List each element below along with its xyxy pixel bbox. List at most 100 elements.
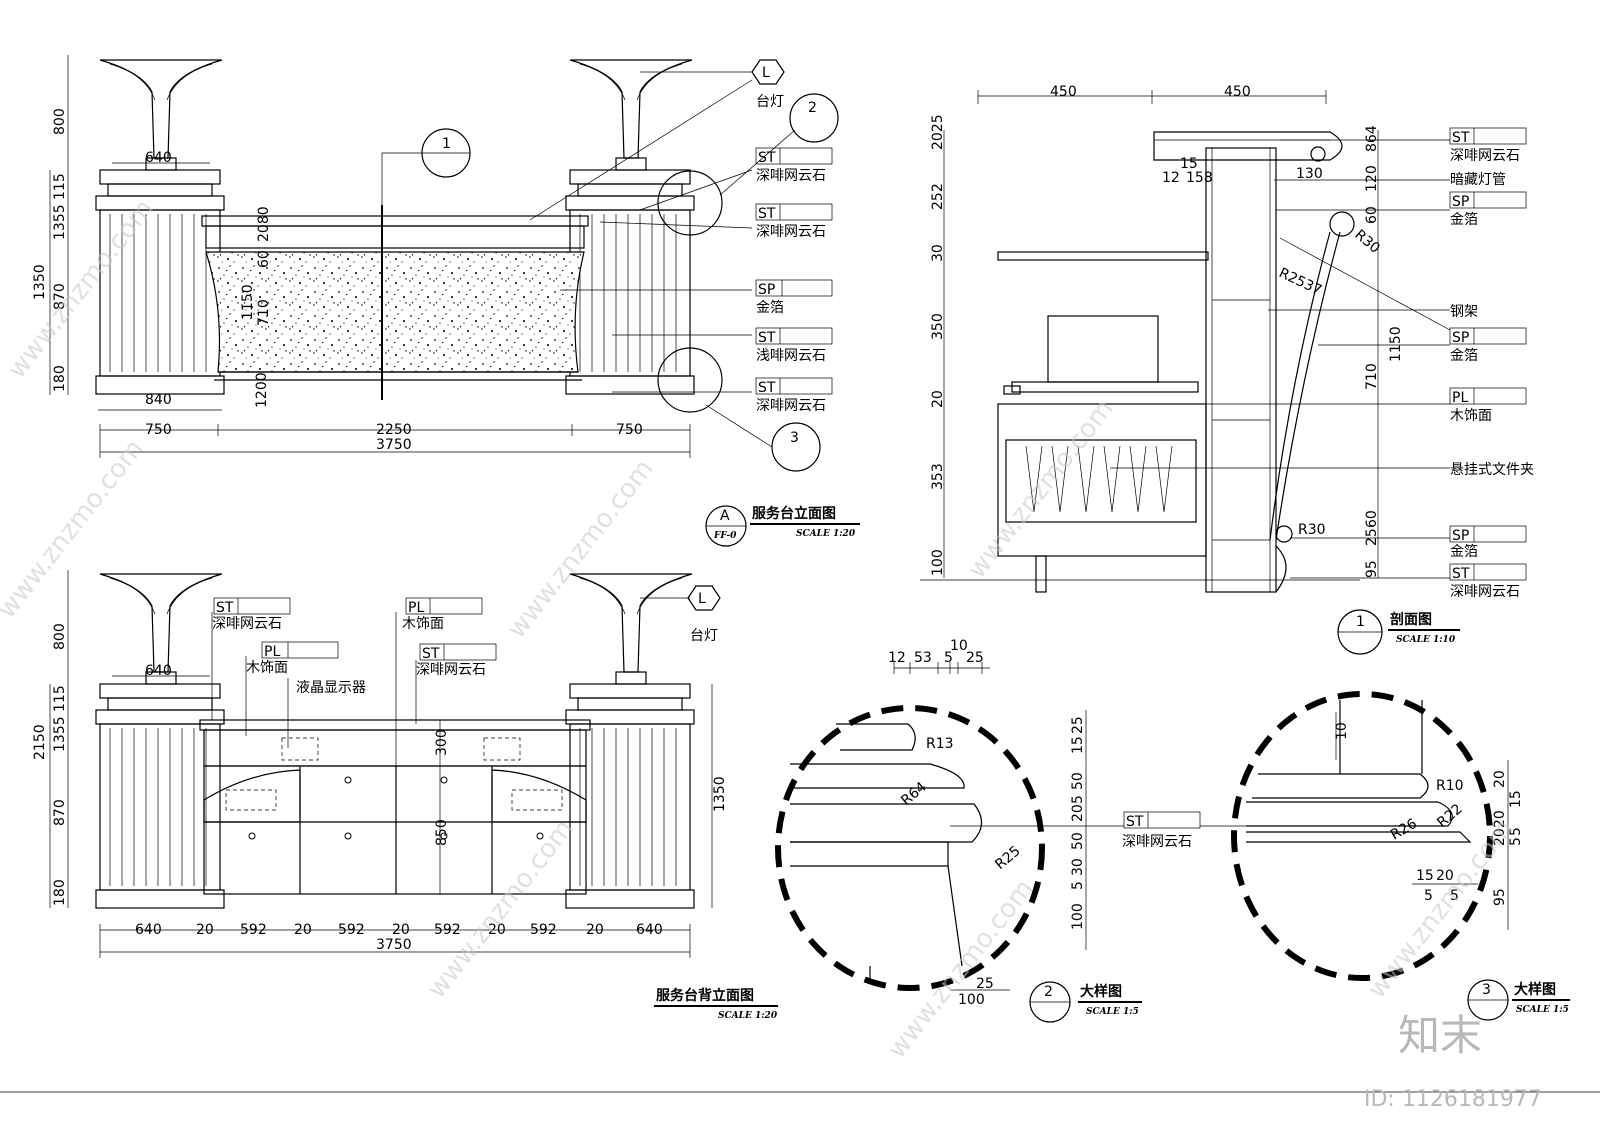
back-elevation-scale: SCALE 1:20: [718, 1011, 778, 1021]
sec-tag-st-1: ST: [1452, 130, 1470, 146]
d3-right-6: 5: [1508, 837, 1524, 846]
dim-b-3: 20: [294, 922, 312, 938]
back-elevation-title: 服务台背立面图: [656, 987, 754, 1004]
dim-inner-1150: 1150: [240, 284, 256, 320]
dim-back-800: 800: [52, 623, 68, 650]
back-note-lamp: 台灯: [690, 628, 718, 644]
tag-st-1: ST: [758, 150, 776, 166]
dim-back-180: 180: [52, 879, 68, 906]
svg-text:3: 3: [1482, 982, 1491, 998]
section-scale: SCALE 1:10: [1396, 635, 1456, 645]
d2-top-3: 10: [950, 638, 968, 654]
detail-3-scale: SCALE 1:5: [1516, 1005, 1569, 1015]
tag-sp-1: SP: [758, 282, 775, 298]
d3-right-3: 20: [1492, 810, 1508, 828]
sec-note-wood: 木饰面: [1450, 408, 1492, 424]
dim-inner-1200: 1200: [254, 372, 270, 408]
back-note-lcd: 液晶显示器: [296, 680, 366, 696]
dim-b-4: 592: [338, 922, 365, 938]
dim-b-10: 640: [636, 922, 663, 938]
d2-right-4: 5: [1070, 795, 1086, 804]
back-note-wood-1: 木饰面: [246, 660, 288, 676]
section-small-dim-130: 130: [1296, 166, 1323, 182]
d2-top-5: 25: [966, 650, 984, 666]
dim-b-5: 20: [392, 922, 410, 938]
dim-total-front: 3750: [376, 437, 412, 453]
svg-text:A: A: [720, 508, 730, 524]
detail-2-title-block: 2 大样图 SCALE 1:5: [1029, 981, 1142, 1023]
sec-note-gold-1: 金箔: [1450, 212, 1478, 228]
detail-2-title: 大样图: [1080, 983, 1122, 1000]
back-tag-pl-2: PL: [408, 600, 424, 616]
dim-column-width: 840: [145, 392, 172, 408]
sec-tag-sp-3: SP: [1452, 528, 1469, 544]
dim-b-1: 20: [196, 922, 214, 938]
detail-2-scale: SCALE 1:5: [1086, 1007, 1139, 1017]
watermark-id: ID: 1126181977: [1364, 1087, 1542, 1112]
front-elevation-title: 服务台立面图: [752, 505, 836, 522]
d2-right-5: 20: [1070, 804, 1086, 822]
d3-radius-2: R26: [1388, 816, 1420, 844]
section-dim-right-4: 710: [1364, 363, 1380, 390]
d2-bottom-1: 25: [976, 976, 994, 992]
callout-3-circle: [771, 422, 821, 472]
back-note-deep-stone-2: 深啡网云石: [416, 662, 486, 678]
detail-circle-3-front: [657, 347, 723, 413]
svg-text:2: 2: [1044, 984, 1053, 1000]
sec-tag-pl: PL: [1452, 390, 1468, 406]
d3-right-7: 95: [1492, 888, 1508, 906]
d2-bottom-2: 100: [958, 992, 985, 1008]
section-dim-left-5: 20: [930, 390, 946, 408]
d2-right-3: 50: [1070, 772, 1086, 790]
section-small-dim-12: 12: [1162, 170, 1180, 186]
dim-b-9: 20: [586, 922, 604, 938]
d2-top-4: 5: [944, 650, 953, 666]
dim-left-180: 180: [52, 365, 68, 392]
section-dim-top-2: 450: [1224, 84, 1251, 100]
dim-back-1355: 1355: [52, 716, 68, 752]
svg-text:www.znzmo.com: www.znzmo.com: [882, 874, 1040, 1064]
sec-tag-sp-1: SP: [1452, 194, 1469, 210]
callout-1-label: 1: [442, 136, 451, 152]
d3-radius-1: R10: [1436, 778, 1464, 794]
d2-right-2: 15: [1070, 736, 1086, 754]
dim-back-2150: 2150: [32, 724, 48, 760]
svg-text:1: 1: [1356, 614, 1365, 630]
dim-back-850: 850: [434, 819, 450, 846]
dim-left-1350: 1350: [32, 264, 48, 300]
front-elevation-title-block: A FF-0 服务台立面图 SCALE 1:20: [705, 505, 860, 547]
dim-left-115: 115: [52, 173, 68, 200]
section-dim-right-8: 60: [1364, 510, 1380, 528]
tag-L-front: L: [751, 59, 785, 85]
callout-3-label: 3: [790, 430, 799, 446]
d2-radius-3: R25: [992, 843, 1023, 873]
section-dim-right-7: 25: [1364, 528, 1380, 546]
tag-st-3: ST: [758, 330, 776, 346]
section-dim-left-2: 252: [930, 183, 946, 210]
front-elevation-scale: SCALE 1:20: [796, 529, 856, 539]
d3-right-1: 20: [1492, 770, 1508, 788]
dim-b-2: 592: [240, 922, 267, 938]
section-title: 剖面图: [1390, 611, 1432, 628]
d2-right-1: 25: [1070, 716, 1086, 734]
d2-right-9: 100: [1070, 903, 1086, 930]
dim-inner-2080: 2080: [256, 206, 272, 242]
section-dim-right-3: 60: [1364, 206, 1380, 224]
sec-note-deep-stone-2: 深啡网云石: [1450, 584, 1520, 600]
d3-top-1: 10: [1334, 722, 1350, 740]
dim-back-115: 115: [52, 685, 68, 712]
detail-2-boundary: [775, 705, 1045, 991]
d3-right-5: 5: [1508, 827, 1524, 836]
d2-right-8: 5: [1070, 881, 1086, 890]
detail-tag-st: ST: [1126, 814, 1144, 830]
section-dim-left-7: 100: [930, 549, 946, 576]
d3-right-2: 15: [1508, 790, 1524, 808]
d2-right-6: 50: [1070, 832, 1086, 850]
d2-top-1: 12: [888, 650, 906, 666]
section-radius-2: R2537: [1276, 265, 1324, 299]
section-dim-left-3: 30: [930, 244, 946, 262]
sec-tag-st-2: ST: [1452, 566, 1470, 582]
back-tag-st-2: ST: [422, 646, 440, 662]
detail-3-title-block: 3 大样图 SCALE 1:5: [1467, 979, 1570, 1021]
section-small-dim-158: 158: [1186, 170, 1213, 186]
